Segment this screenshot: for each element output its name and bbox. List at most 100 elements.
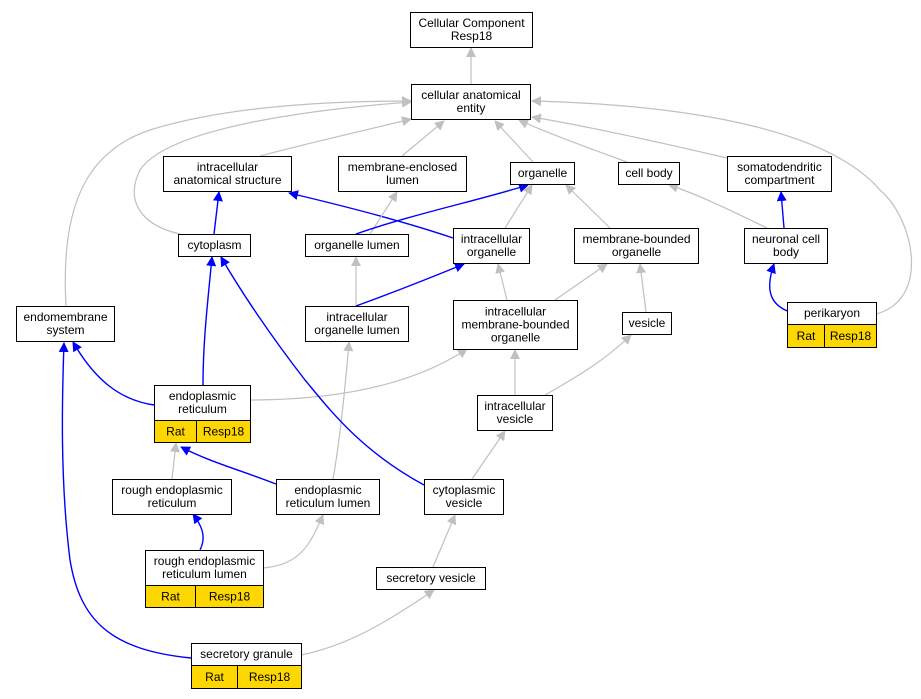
node-box bbox=[618, 162, 680, 185]
edge-sg-to-ems bbox=[58, 342, 192, 659]
annotation-species: Rat bbox=[205, 670, 224, 684]
annotation-species: Rat bbox=[166, 425, 185, 439]
annotation-gene: Resp18 bbox=[249, 670, 291, 684]
edge-iv-to-ves bbox=[544, 334, 632, 396]
node-label-line: neuronal cell bbox=[752, 232, 820, 246]
edge-sg-to-sv bbox=[300, 589, 435, 656]
node-label-line: cytoplasmic bbox=[433, 483, 496, 497]
node-label-line: vesicle bbox=[497, 412, 534, 426]
annotation-cell bbox=[237, 665, 302, 689]
node-label-line: cell body bbox=[625, 166, 672, 180]
node-label-line: intracellular bbox=[484, 399, 545, 413]
node-label-line: endoplasmic bbox=[294, 483, 361, 497]
node-box bbox=[276, 479, 380, 515]
node-label-line: intracellular bbox=[461, 232, 522, 246]
edge-sdc-to-cae bbox=[531, 113, 728, 159]
node-box bbox=[16, 306, 115, 342]
node-box bbox=[453, 228, 530, 264]
node-label-line: organelle lumen bbox=[314, 238, 399, 252]
node-label-line: perikaryon bbox=[804, 306, 860, 320]
edge-cb-to-cae bbox=[518, 119, 628, 163]
node-label-line: reticulum lumen bbox=[286, 496, 371, 510]
node-label-line: organelle lumen bbox=[314, 323, 399, 337]
node-label-line: organelle bbox=[612, 245, 662, 259]
node-ol[interactable]: organelle lumen bbox=[305, 234, 409, 257]
edge-cyt-to-ias bbox=[212, 191, 223, 235]
edge-imbo-to-mbo bbox=[554, 263, 608, 301]
node-box bbox=[727, 156, 832, 192]
edge-layer bbox=[58, 47, 912, 659]
node-cb[interactable]: cell body bbox=[618, 162, 680, 185]
node-box bbox=[376, 567, 486, 590]
edge-mbo-to-org bbox=[565, 184, 611, 229]
annotation-gene: Resp18 bbox=[203, 425, 245, 439]
node-label-line: Resp18 bbox=[451, 29, 493, 43]
node-label-line: entity bbox=[457, 101, 486, 115]
edge-rerl-to-rer bbox=[192, 513, 204, 551]
annotation-species: Rat bbox=[797, 329, 816, 343]
node-label-line: membrane-bounded bbox=[582, 232, 690, 246]
edge-ias-to-cae bbox=[259, 116, 412, 157]
edge-org-to-cae bbox=[494, 120, 534, 163]
node-box bbox=[305, 234, 409, 257]
edge-ves-to-mbo bbox=[636, 263, 647, 313]
edge-er-to-ems bbox=[72, 341, 155, 406]
edge-peri-to-ncb bbox=[766, 263, 791, 313]
edge-cyt-to-cae bbox=[133, 97, 412, 235]
node-label-line: cellular anatomical bbox=[421, 88, 520, 102]
edge-peri-to-cae bbox=[531, 96, 912, 315]
annotation-gene: Resp18 bbox=[209, 590, 251, 604]
node-label-line: secretory granule bbox=[200, 647, 293, 661]
node-label-line: rough endoplasmic bbox=[121, 483, 222, 497]
edge-mel-to-cae bbox=[401, 120, 445, 157]
node-box bbox=[411, 84, 531, 120]
node-label-line: vesicle bbox=[446, 496, 483, 510]
edge-io-to-org bbox=[504, 184, 533, 229]
node-box bbox=[622, 312, 672, 335]
node-label-line: lumen bbox=[386, 173, 419, 187]
node-label-line: reticulum bbox=[178, 402, 227, 416]
annotation-cell bbox=[196, 420, 251, 443]
node-cyt[interactable]: cytoplasm bbox=[178, 234, 251, 257]
node-box bbox=[338, 156, 467, 192]
node-label-line: Cellular Component bbox=[418, 16, 525, 30]
node-label-line: anatomical structure bbox=[173, 173, 281, 187]
node-label-line: membrane-enclosed bbox=[348, 160, 457, 174]
edge-rerl-to-erl bbox=[262, 514, 325, 569]
node-label-line: reticulum bbox=[148, 496, 197, 510]
edge-rer-to-er bbox=[170, 442, 180, 480]
edge-ems-to-cae bbox=[64, 96, 412, 307]
node-label-line: compartment bbox=[744, 173, 815, 187]
annotation-species: Rat bbox=[161, 590, 180, 604]
node-label-line: intracellular bbox=[485, 305, 546, 319]
edge-er-to-imbo bbox=[249, 348, 468, 401]
node-label-line: organelle bbox=[491, 331, 541, 345]
node-sv[interactable]: secretory vesicle bbox=[376, 567, 486, 590]
node-org[interactable]: organelle bbox=[510, 162, 575, 185]
node-box bbox=[510, 162, 575, 185]
annotation-gene: Resp18 bbox=[830, 329, 872, 343]
node-ves[interactable]: vesicle bbox=[622, 312, 672, 335]
node-label-line: reticulum lumen bbox=[162, 567, 247, 581]
